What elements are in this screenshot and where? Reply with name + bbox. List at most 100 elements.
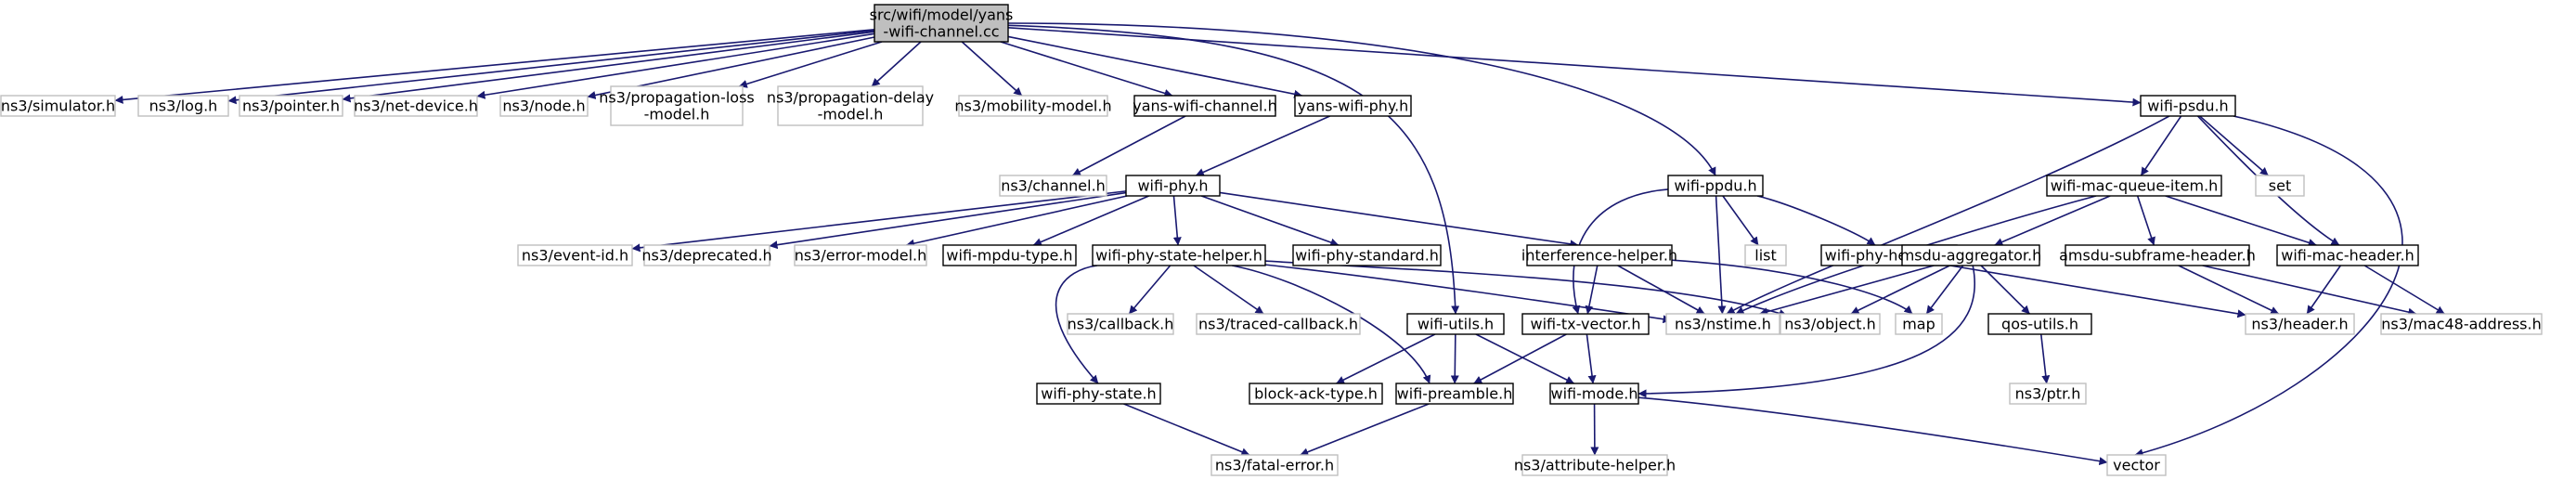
node-label: wifi-phy-state.h [1041, 385, 1156, 403]
node-label: wifi-preamble.h [1397, 385, 1513, 403]
edge-wifi-mac-queue-item-to-amsdu-subframe-header [2136, 195, 2155, 246]
edge-wifi-utils-to-block-ack-type [1336, 333, 1436, 384]
node-wifi-tx-vector[interactable]: wifi-tx-vector.h [1521, 313, 1650, 335]
node-label: -model.h [644, 106, 710, 123]
edge-wifi-phy-state-helper-to-wifi-phy-state [1055, 265, 1099, 384]
node-label: list [1754, 247, 1777, 265]
node-label: ns3/propagation-delay [767, 89, 934, 107]
node-label: -model.h [818, 106, 884, 123]
edge-root-to-wifi-utils [1007, 24, 1460, 315]
node-box [942, 244, 1077, 266]
node-label: interference-helper.h [1521, 247, 1677, 265]
node-simulator: ns3/simulator.h [0, 95, 116, 117]
edge-wifi-phy-state-to-fatal-error [1123, 403, 1250, 456]
node-box [1744, 244, 1787, 266]
edge-root-to-yans-wifi-phy [1007, 35, 1303, 98]
node-net-device: ns3/net-device.h [354, 95, 478, 117]
node-label: ns3/mobility-model.h [954, 97, 1111, 115]
node-box [1092, 244, 1266, 266]
node-box [874, 4, 1009, 43]
node-box [1067, 313, 1174, 335]
edge-wifi-mac-header-to-header [2306, 265, 2341, 315]
node-box [499, 95, 589, 117]
node-label: ns3/callback.h [1068, 316, 1174, 333]
node-box [2009, 383, 2087, 405]
node-box [1395, 383, 1514, 405]
node-wifi-utils[interactable]: wifi-utils.h [1406, 313, 1505, 335]
node-wifi-mac-queue-item[interactable]: wifi-mac-queue-item.h [2046, 175, 2222, 197]
edge-wifi-tx-vector-to-wifi-preamble [1473, 333, 1567, 384]
edge-wifi-psdu-to-wifi-mac-queue-item [2140, 115, 2182, 176]
node-box [2276, 244, 2419, 266]
node-list: list [1744, 244, 1787, 266]
node-wifi-phy-standard[interactable]: wifi-phy-standard.h [1292, 244, 1442, 266]
edge-wifi-ppdu-to-nstime [1715, 195, 1727, 315]
node-qos-utils[interactable]: qos-utils.h [1987, 313, 2092, 335]
node-map: map [1895, 313, 1943, 335]
node-yans-wifi-phy[interactable]: yans-wifi-phy.h [1294, 95, 1412, 117]
node-box [1780, 313, 1881, 335]
node-label: ns3/header.h [2251, 316, 2348, 333]
node-label: wifi-utils.h [1417, 316, 1494, 333]
node-amsdu-subframe-header[interactable]: amsdu-subframe-header.h [2059, 244, 2256, 266]
node-label: wifi-tx-vector.h [1531, 316, 1641, 333]
node-nstime: ns3/nstime.h [1665, 313, 1780, 335]
node-msdu-aggregator[interactable]: msdu-aggregator.h [1900, 244, 2042, 266]
node-label: wifi-mode.h [1551, 385, 1638, 403]
node-deprecated: ns3/deprecated.h [641, 244, 772, 266]
node-set: set [2255, 175, 2305, 197]
edge-wifi-mac-queue-item-to-msdu-aggregator [1994, 195, 2111, 246]
node-wifi-mac-header[interactable]: wifi-mac-header.h [2276, 244, 2419, 266]
edge-yans-wifi-phy-to-wifi-phy [1195, 115, 1331, 176]
node-wifi-preamble[interactable]: wifi-preamble.h [1395, 383, 1514, 405]
node-box [1292, 244, 1442, 266]
node-ptr: ns3/ptr.h [2009, 383, 2087, 405]
edge-root-to-log [227, 30, 875, 105]
node-yans-wifi-channel[interactable]: yans-wifi-channel.h [1133, 95, 1277, 117]
node-block-ack-type[interactable]: block-ack-type.h [1249, 383, 1383, 405]
node-box [239, 95, 343, 117]
node-box [0, 95, 116, 117]
edge-wifi-phy-header-to-header [1949, 265, 2246, 318]
node-label: ns3/attribute-helper.h [1514, 457, 1676, 474]
node-wifi-psdu[interactable]: wifi-psdu.h [2140, 95, 2236, 117]
node-wifi-phy-state[interactable]: wifi-phy-state.h [1036, 383, 1161, 405]
edge-wifi-utils-to-wifi-preamble [1450, 333, 1459, 384]
node-label: vector [2113, 457, 2160, 474]
node-label: ns3/simulator.h [1, 97, 115, 115]
node-root[interactable]: src/wifi/model/yans-wifi-channel.cc [870, 4, 1014, 43]
node-label: ns3/channel.h [1001, 177, 1106, 195]
node-propagation-delay: ns3/propagation-delay-model.h [767, 85, 934, 126]
node-box [2255, 175, 2305, 197]
node-layer: src/wifi/model/yans-wifi-channel.cc ns3/s… [0, 4, 2543, 476]
edge-wifi-ppdu-to-wifi-tx-vector [1572, 188, 1669, 315]
edge-wifi-ppdu-to-wifi-phy-header [1756, 195, 1876, 246]
node-wifi-mpdu-type[interactable]: wifi-mpdu-type.h [942, 244, 1077, 266]
node-wifi-mode[interactable]: wifi-mode.h [1549, 383, 1639, 405]
node-callback: ns3/callback.h [1067, 313, 1174, 335]
node-box [1901, 244, 2040, 266]
edge-wifi-mac-header-to-mac48-address [2363, 265, 2445, 315]
node-label: ns3/node.h [502, 97, 585, 115]
node-wifi-phy-state-helper[interactable]: wifi-phy-state-helper.h [1092, 244, 1266, 266]
node-vector: vector [2106, 454, 2167, 476]
edge-interference-helper-to-map [1671, 259, 1913, 315]
node-propagation-loss: ns3/propagation-loss-model.h [599, 85, 755, 126]
node-label: map [1902, 316, 1935, 333]
node-interference-helper[interactable]: interference-helper.h [1521, 244, 1677, 266]
edge-root-to-mobility-model [961, 41, 1023, 97]
edge-root-to-net-device [476, 32, 875, 99]
node-box [1125, 175, 1221, 197]
node-label: ns3/traced-callback.h [1198, 316, 1358, 333]
edge-interference-helper-to-wifi-tx-vector [1585, 265, 1599, 315]
node-label: ns3/deprecated.h [641, 247, 771, 265]
node-label: ns3/event-id.h [522, 247, 628, 265]
node-label: ns3/error-model.h [795, 247, 927, 265]
node-pointer: ns3/pointer.h [239, 95, 343, 117]
edge-wifi-tx-vector-to-wifi-mode [1586, 333, 1597, 384]
node-wifi-phy[interactable]: wifi-phy.h [1125, 175, 1221, 197]
node-box [1526, 244, 1673, 266]
node-wifi-ppdu[interactable]: wifi-ppdu.h [1667, 175, 1764, 197]
node-box [2380, 313, 2543, 335]
